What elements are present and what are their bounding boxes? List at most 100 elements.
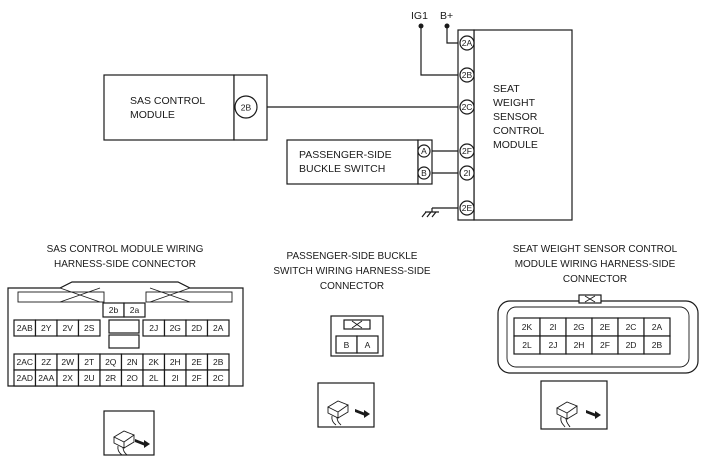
swsc-pin-2D-label: 2D	[626, 340, 637, 350]
buckle-connector-section: PASSENGER-SIDE BUCKLE SWITCH WIRING HARN…	[273, 251, 431, 357]
buckle-cell-b-label: B	[344, 340, 350, 350]
sas-tab-2b-label: 2b	[109, 305, 119, 315]
sas-pin-2A-cell	[206, 319, 230, 337]
swsc-pin-2i-circle	[459, 165, 475, 181]
buckle-pin-b-circle	[417, 166, 431, 180]
sas-tab-2a-label: 2a	[130, 305, 140, 315]
sas-pin-2B-label: 2B	[213, 357, 224, 367]
swsc-module-pin-panel	[457, 29, 475, 221]
sas-connector-title-2: HARNESS-SIDE CONNECTOR	[54, 259, 196, 270]
swsc-pin-2i-label: 2I	[463, 168, 470, 178]
sas-pin-2V-label: 2V	[63, 323, 74, 333]
sas-module-label-2: MODULE	[130, 109, 175, 121]
sas-connector-rib-right	[145, 291, 233, 303]
swsc-module-label-1: SEAT	[493, 83, 520, 95]
swsc-pin-2C-label: 2C	[626, 322, 637, 332]
sas-pin-2I-label: 2I	[172, 373, 179, 383]
swsc-pin-2B-cell	[643, 335, 671, 355]
ground-symbol	[421, 208, 439, 218]
sas-module-label-1: SAS CONTROL	[130, 95, 205, 107]
swsc-pin-2b-circle	[459, 67, 475, 83]
buckle-cell-a	[356, 335, 379, 354]
sas-control-module-box	[103, 74, 235, 141]
swsc-module-box	[473, 29, 573, 221]
sas-pin-2F-label: 2F	[192, 373, 202, 383]
sas-pin-2AD-label: 2AD	[16, 373, 33, 383]
buckle-switch-label-2: BUCKLE SWITCH	[299, 163, 385, 175]
buckle-pin-a-circle	[417, 144, 431, 158]
swsc-pin-2c-label: 2C	[462, 102, 473, 112]
swsc-pin-2H-label: 2H	[574, 340, 585, 350]
sas-pin-2X-label: 2X	[63, 373, 74, 383]
swsc-pin-2b-label: 2B	[462, 70, 473, 80]
sas-pin-2Q-label: 2Q	[105, 357, 117, 367]
swsc-connector-section: SEAT WEIGHT SENSOR CONTROL MODULE WIRING…	[497, 244, 699, 374]
swsc-pin-2A-label: 2A	[652, 322, 663, 332]
sas-pin-2A-label: 2A	[213, 323, 224, 333]
swsc-module-label-3: SENSOR	[493, 111, 538, 123]
sas-pin-2D-label: 2D	[191, 323, 202, 333]
sas-pin-2K-label: 2K	[149, 357, 160, 367]
swsc-pin-2f-label: 2F	[462, 146, 472, 156]
swsc-connector-housing-inner	[506, 306, 690, 368]
buckle-pin-a-label: A	[421, 146, 427, 156]
sas-pin-2J-label: 2J	[149, 323, 158, 333]
sas-pin-2R-label: 2R	[105, 373, 116, 383]
sas-pin-2U-label: 2U	[84, 373, 95, 383]
buckle-switch-label-1: PASSENGER-SIDE	[299, 149, 392, 161]
swsc-connector-title-2: MODULE WIRING HARNESS-SIDE	[515, 259, 676, 270]
connector-view-icon-swsc	[540, 380, 608, 430]
sas-pin-2T-label: 2T	[84, 357, 94, 367]
sas-pin-2L-label: 2L	[149, 373, 159, 383]
buckle-connector-title-1: PASSENGER-SIDE BUCKLE	[287, 251, 418, 262]
swsc-module-label-5: MODULE	[493, 139, 538, 151]
swsc-pin-2f-circle	[459, 143, 475, 159]
bplus-label: B+	[440, 10, 453, 22]
swsc-pin-2B-label: 2B	[652, 340, 663, 350]
swsc-module-label-2: WEIGHT	[493, 97, 536, 109]
buckle-pin-b-label: B	[421, 168, 427, 178]
sas-connector-title-1: SAS CONTROL MODULE WIRING	[47, 244, 204, 255]
sas-pin-label: 2B	[241, 103, 252, 113]
sas-pin-2N-label: 2N	[127, 357, 138, 367]
swsc-pin-2e-label: 2E	[462, 203, 473, 213]
connector-view-icon-sas	[103, 410, 155, 456]
connector-view-icon-buckle	[317, 382, 375, 428]
sas-pin-2AC-label: 2AC	[16, 357, 33, 367]
swsc-pin-2a-circle	[459, 35, 475, 51]
swsc-pin-2L-label: 2L	[522, 340, 532, 350]
swsc-pin-2e-circle	[459, 200, 475, 216]
sas-pin-2S-label: 2S	[84, 323, 95, 333]
swsc-pin-2E-label: 2E	[600, 322, 611, 332]
sas-pin-2Z-label: 2Z	[41, 357, 51, 367]
swsc-pin-2I-label: 2I	[549, 322, 556, 332]
sas-pin-2C-cell	[206, 369, 230, 387]
buckle-switch-box	[286, 139, 419, 185]
swsc-pin-2F-label: 2F	[600, 340, 610, 350]
sas-pin-2C-label: 2C	[213, 373, 224, 383]
sas-connector-latch-left	[59, 287, 101, 303]
sas-pin-2W-label: 2W	[61, 357, 74, 367]
swsc-pin-2K-label: 2K	[522, 322, 533, 332]
swsc-pin-2a-label: 2A	[462, 38, 473, 48]
sas-center-block-1-cell	[108, 319, 140, 334]
sas-pin-2S-cell	[77, 319, 101, 337]
buckle-connector-lock-mark	[351, 320, 363, 329]
sas-pin-2AB-label: 2AB	[17, 323, 33, 333]
swsc-connector-lock-mark	[584, 295, 596, 303]
wire-bplus-2a	[446, 26, 462, 44]
sas-tab-2a-cell	[123, 302, 146, 318]
swsc-module-label-4: CONTROL	[493, 125, 544, 137]
swsc-pin-2c-circle	[459, 99, 475, 115]
sas-pin-2AA-label: 2AA	[38, 373, 54, 383]
sas-pin-2O-label: 2O	[127, 373, 139, 383]
swsc-connector-title-1: SEAT WEIGHT SENSOR CONTROL	[513, 244, 678, 255]
buckle-cell-a-label: A	[365, 340, 371, 350]
buckle-connector-title-2: SWITCH WIRING HARNESS-SIDE	[273, 266, 431, 277]
sas-pin-2G-label: 2G	[170, 323, 181, 333]
swsc-pin-2G-label: 2G	[573, 322, 584, 332]
sas-pin-2H-label: 2H	[170, 357, 181, 367]
